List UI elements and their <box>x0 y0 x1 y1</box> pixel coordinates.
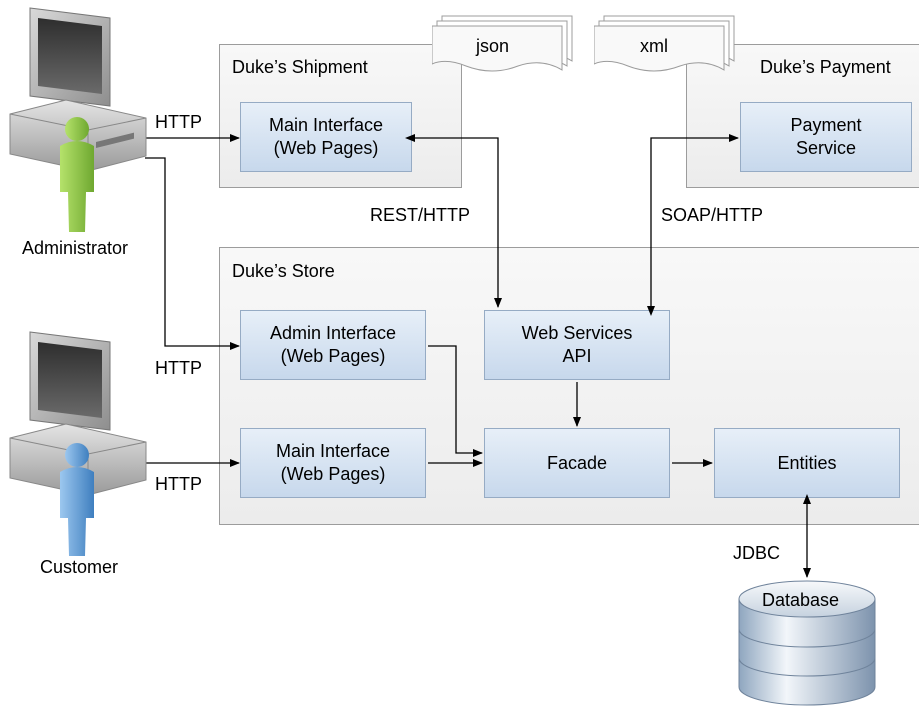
xml-document-icon <box>594 15 735 72</box>
facade-label: Facade <box>546 452 608 473</box>
json-document-icon <box>432 15 573 72</box>
store-main-interface-box: Main Interface (Web Pages) <box>240 428 426 498</box>
facade-box: Facade <box>484 428 670 498</box>
web-services-api-line1: Web Services <box>521 323 633 343</box>
payment-service-box: Payment Service <box>740 102 912 172</box>
rest-http-label: REST/HTTP <box>370 205 471 225</box>
payment-service-line2: Service <box>795 138 857 158</box>
jdbc-label: JDBC <box>733 543 781 563</box>
store-panel-title: Duke’s Store <box>232 261 335 281</box>
administrator-computer-icon <box>9 7 147 232</box>
payment-panel-title: Duke’s Payment <box>760 57 891 77</box>
entities-box: Entities <box>714 428 900 498</box>
json-label: json <box>476 36 510 56</box>
entities-label: Entities <box>777 452 837 473</box>
shipment-main-interface-box: Main Interface (Web Pages) <box>240 102 412 172</box>
store-main-interface-line2: (Web Pages) <box>280 464 386 484</box>
customer-computer-icon <box>9 331 147 556</box>
shipment-panel-title: Duke’s Shipment <box>232 57 368 77</box>
administrator-label: Administrator <box>22 238 129 258</box>
database-icon <box>738 580 876 706</box>
http-admin-store-label: HTTP <box>155 358 202 378</box>
admin-interface-line2: (Web Pages) <box>280 346 386 366</box>
http-customer-label: HTTP <box>155 474 202 494</box>
xml-label: xml <box>640 36 668 56</box>
store-main-interface-line1: Main Interface <box>275 441 391 461</box>
admin-to-facade-arrow <box>428 345 483 457</box>
http-admin-store-arrow <box>145 157 240 350</box>
payment-service-line1: Payment <box>790 115 862 135</box>
database-label: Database <box>762 590 840 610</box>
customer-label: Customer <box>40 557 119 577</box>
http-admin-shipment-label: HTTP <box>155 112 202 132</box>
admin-interface-line1: Admin Interface <box>269 323 397 343</box>
web-services-api-line2: API <box>562 346 592 366</box>
rest-http-arrow <box>405 134 502 308</box>
admin-interface-box: Admin Interface (Web Pages) <box>240 310 426 380</box>
web-services-api-box: Web Services API <box>484 310 670 380</box>
soap-http-arrow <box>647 134 739 316</box>
soap-http-label: SOAP/HTTP <box>661 205 764 225</box>
shipment-main-interface-line2: (Web Pages) <box>273 138 379 158</box>
shipment-main-interface-line1: Main Interface <box>268 115 384 135</box>
